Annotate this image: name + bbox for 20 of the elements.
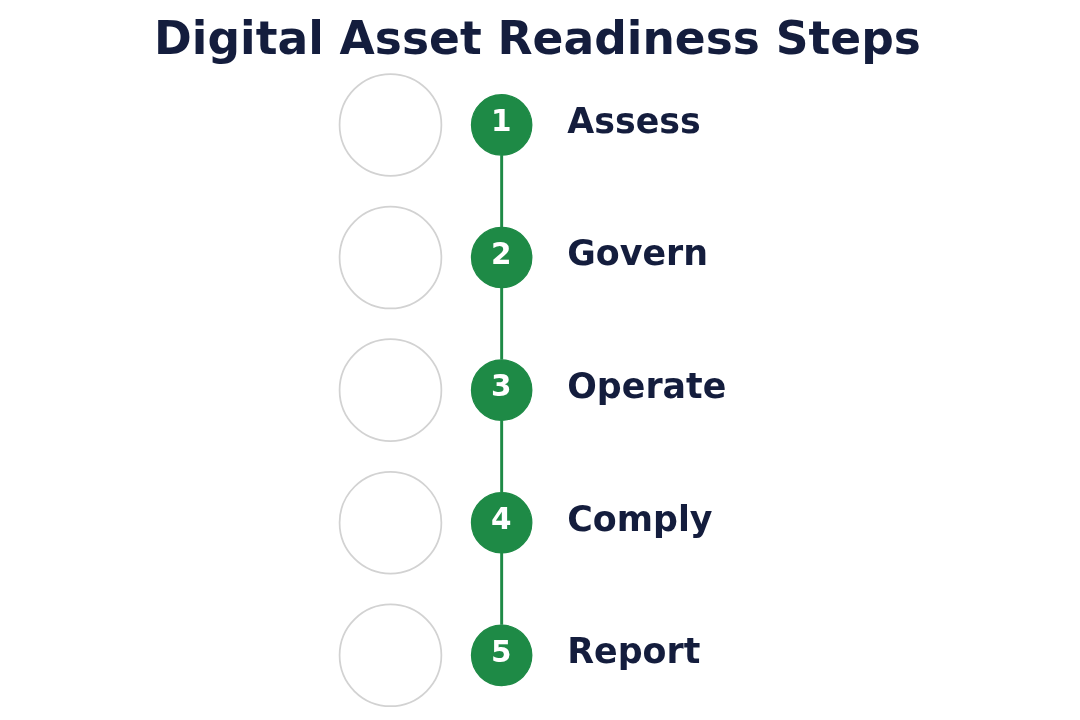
node-circle <box>338 603 442 708</box>
node-label: Report <box>566 631 700 672</box>
node-circle <box>338 338 442 442</box>
node-label: Operate <box>566 365 726 406</box>
diagram-title: Digital Asset Readiness Steps <box>153 12 921 66</box>
node-label: Assess <box>566 100 701 141</box>
node-circle: 3 <box>470 359 532 421</box>
node-circle: 4 <box>470 491 532 554</box>
connector <box>499 287 503 360</box>
connector <box>499 420 503 493</box>
node-circle <box>338 73 442 177</box>
node-circle: 2 <box>470 226 532 289</box>
node-label: Comply <box>566 498 713 539</box>
connector <box>499 155 503 227</box>
connector <box>499 552 503 625</box>
node-circle: 5 <box>470 624 532 687</box>
node-circle: 1 <box>470 94 532 156</box>
node-circle <box>338 470 442 575</box>
node-label: Govern <box>566 233 708 274</box>
node-circle <box>338 205 442 310</box>
